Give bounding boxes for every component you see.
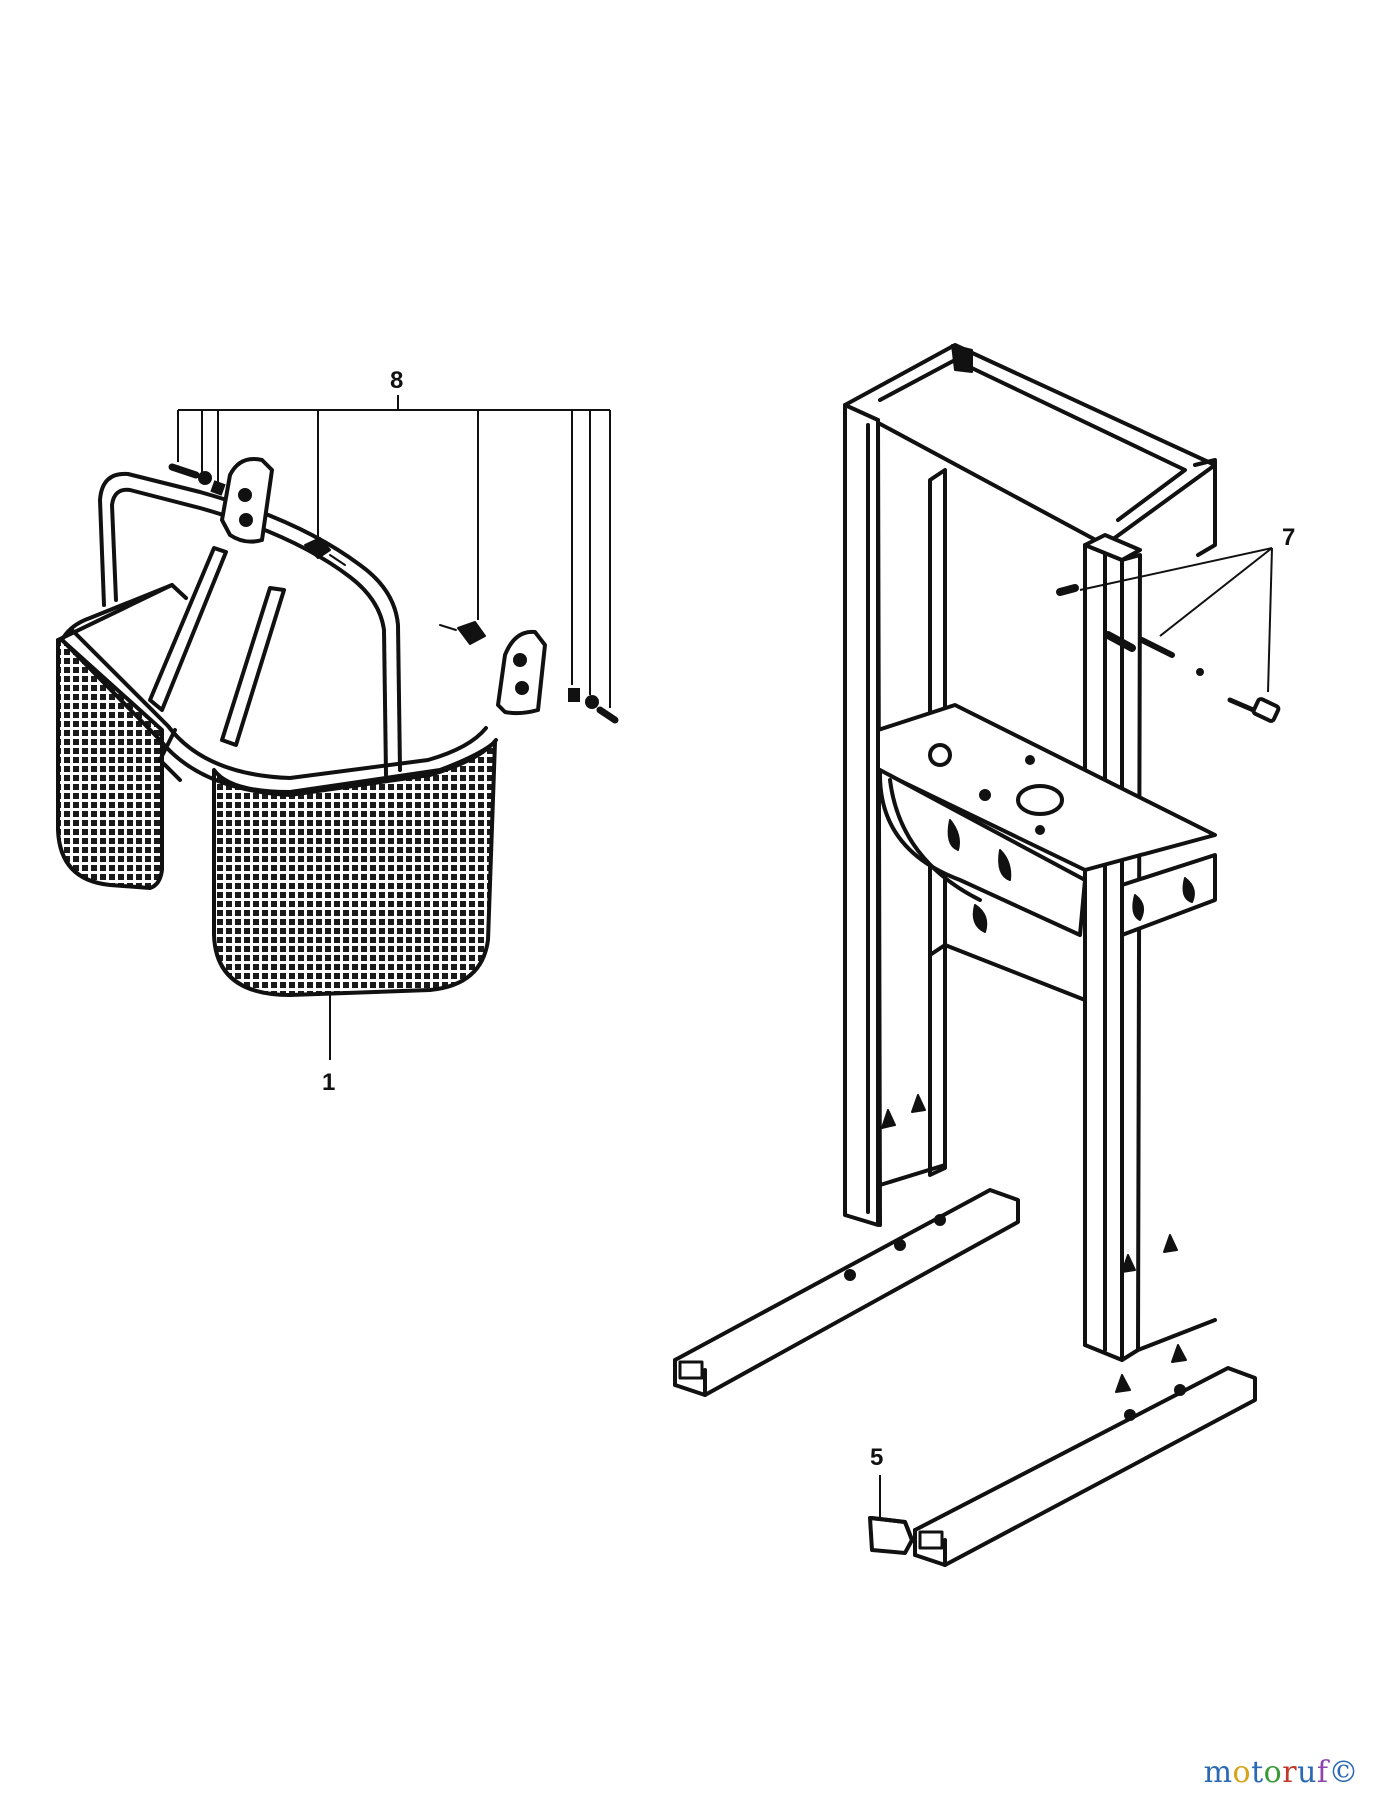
callout-1: 1: [322, 1069, 335, 1096]
left-upright: [843, 403, 880, 1227]
right-foot-rail: [913, 1366, 1257, 1567]
watermark-letter: t: [1251, 1755, 1264, 1790]
watermark-letter: f: [1316, 1755, 1329, 1790]
basket-front-mesh: [212, 740, 497, 997]
basket-left-mesh: [56, 638, 164, 890]
bolt: [168, 463, 200, 479]
callout-8-leaders: [177, 395, 611, 708]
housing-front: [878, 768, 1087, 937]
side-bracket: [1120, 853, 1217, 937]
watermark-letter: o: [1263, 1755, 1283, 1790]
grass-catcher-basket: [56, 457, 619, 997]
frame-stand: [673, 343, 1281, 1567]
callout-5: 5: [870, 1444, 883, 1471]
watermark-letter: r: [1282, 1755, 1298, 1790]
watermark-letter: ©: [1328, 1755, 1359, 1790]
right-mount-bracket: [496, 629, 547, 716]
left-foot-rail: [673, 1188, 1020, 1397]
watermark-letter: u: [1297, 1755, 1317, 1790]
callout-8: 8: [390, 367, 403, 394]
watermark-letter: o: [1232, 1755, 1252, 1790]
top-crossmember: [843, 343, 1217, 547]
callout-7-leaders: [1079, 547, 1273, 693]
callout-7: 7: [1282, 524, 1295, 551]
watermark-logo: motoruf©: [1204, 1755, 1359, 1790]
basket-handle: [98, 471, 402, 772]
watermark-letter: m: [1203, 1755, 1233, 1790]
